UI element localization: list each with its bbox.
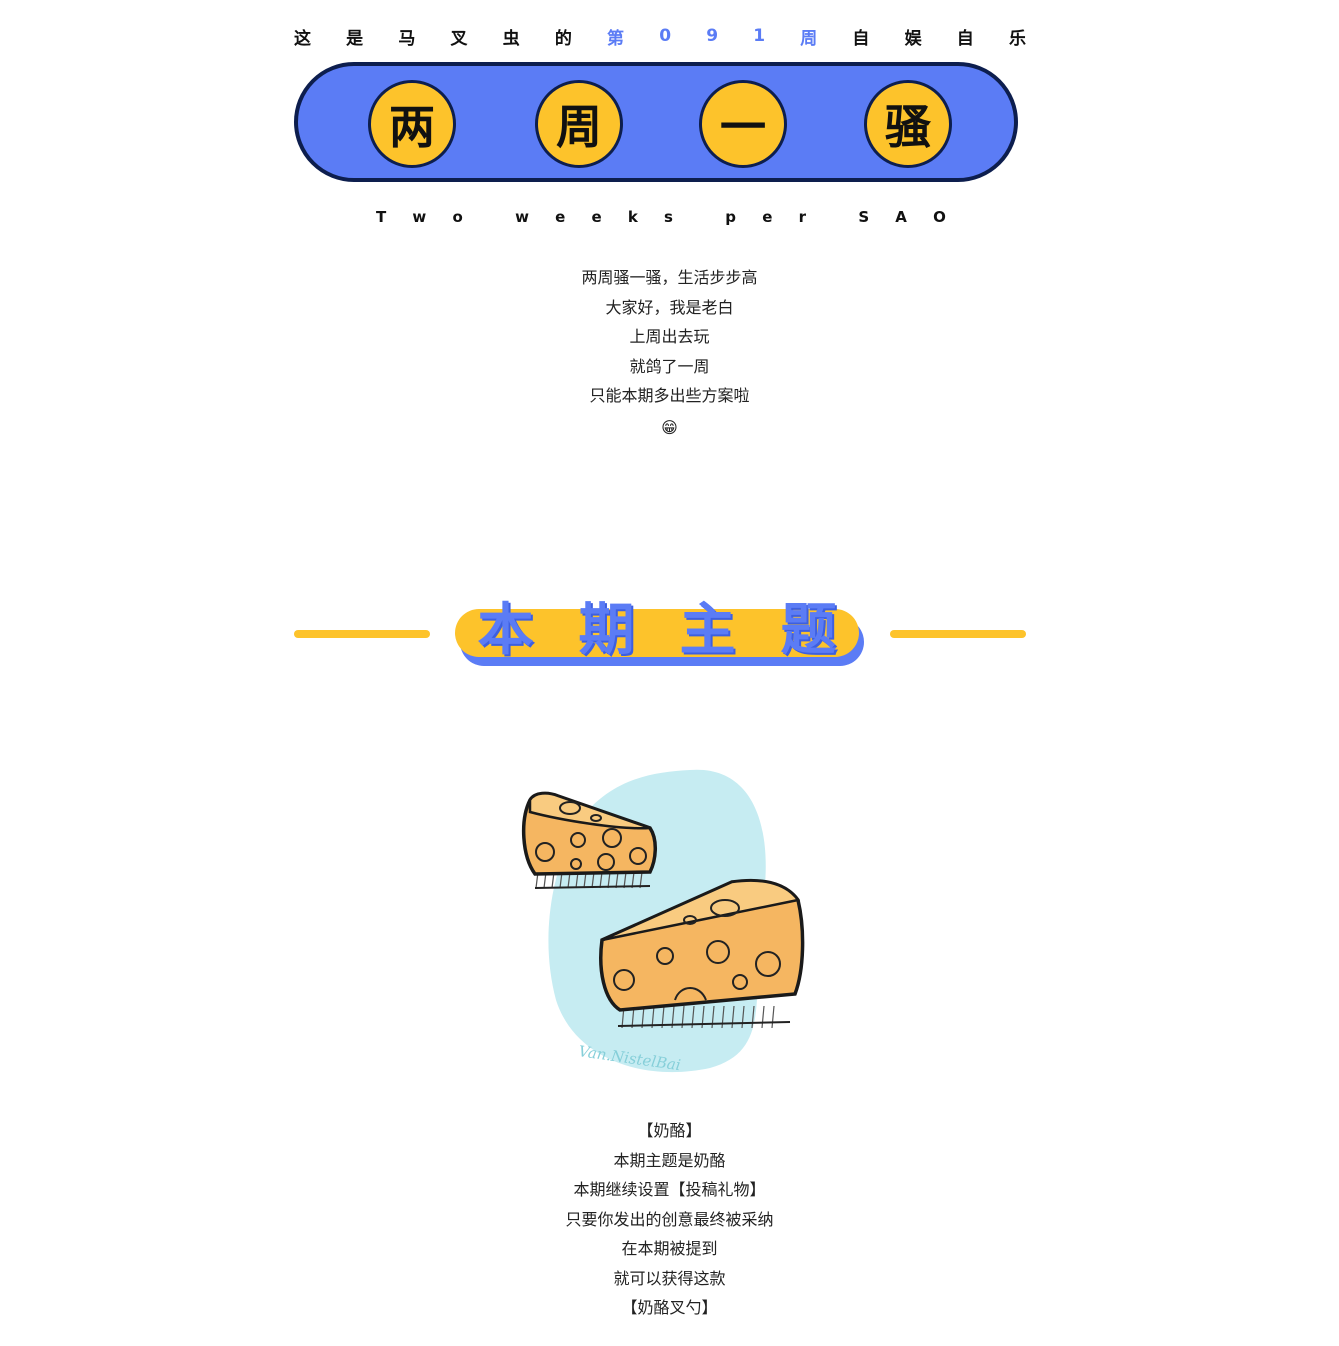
subtitle-char: w <box>515 208 529 226</box>
theme-pill <box>455 609 859 657</box>
subtitle-char: e <box>555 208 566 226</box>
issue-char: 马 <box>398 28 416 49</box>
description-line: 在本期被提到 <box>621 1239 718 1258</box>
cheese-illustration: Van.NistelBai <box>521 769 805 1074</box>
small-cheese-icon <box>521 791 657 889</box>
subtitle-char: S <box>858 208 870 226</box>
intro-text: 两周骚一骚，生活步步高 大家好，我是老白 上周出去玩 就鸽了一周 只能本期多出些… <box>0 263 1339 442</box>
theme-description: 【奶酪】 本期主题是奶酪 本期继续设置【投稿礼物】 只要你发出的创意最终被采纳 … <box>0 1116 1339 1323</box>
title-banner: 两 周 一 骚 <box>294 62 1018 182</box>
title-disc: 一 <box>699 80 787 168</box>
theme-divider-right <box>890 630 1026 638</box>
section-title-char: 题 <box>780 597 837 663</box>
description-line: 就可以获得这款 <box>613 1268 726 1288</box>
issue-line: 这 是 马 叉 虫 的 第 0 9 1 周 自 娱 自 乐 <box>294 22 1026 50</box>
issue-char-highlight: 周 <box>800 28 818 49</box>
subtitle-char: k <box>627 208 638 226</box>
issue-char: 自 <box>956 28 974 49</box>
intro-line: 大家好，我是老白 <box>605 297 734 317</box>
subtitle-char: w <box>412 208 427 226</box>
intro-line: 两周骚一骚，生活步步高 <box>581 268 758 287</box>
subtitle-char: T <box>376 208 387 226</box>
issue-char: 的 <box>554 28 572 49</box>
subtitle-char: o <box>452 208 463 226</box>
subtitle-char: O <box>933 208 946 226</box>
issue-char: 叉 <box>450 28 468 49</box>
issue-char: 这 <box>294 28 311 49</box>
intro-line: 就鸽了一周 <box>629 356 710 376</box>
description-line: 【奶酪叉勺】 <box>621 1298 718 1317</box>
issue-char: 乐 <box>1008 28 1026 49</box>
description-line: 本期继续设置【投稿礼物】 <box>573 1180 766 1199</box>
subtitle-char: s <box>664 208 673 226</box>
section-title: 本 期 主 题 <box>455 590 859 663</box>
title-disc: 周 <box>535 80 623 168</box>
title-disc: 两 <box>368 80 456 168</box>
issue-char-highlight: 第 <box>607 28 625 49</box>
english-subtitle: T w o w e e k s p e r S A O <box>376 206 946 228</box>
section-title-char: 本 <box>477 597 534 663</box>
intro-line: 上周出去玩 <box>629 327 710 346</box>
subtitle-char: e <box>762 208 773 226</box>
issue-number-digit: 0 <box>659 26 672 46</box>
section-title-char: 期 <box>578 597 635 663</box>
theme-divider-left <box>294 630 430 638</box>
subtitle-char: A <box>895 208 907 226</box>
subtitle-char: p <box>725 208 737 226</box>
grin-emoji-icon: 😁 <box>661 417 678 437</box>
title-disc: 骚 <box>864 80 952 168</box>
large-cheese-icon <box>599 878 805 1029</box>
subtitle-char: r <box>798 208 806 226</box>
description-line: 只要你发出的创意最终被采纳 <box>565 1209 774 1229</box>
description-line: 【奶酪】 <box>637 1121 702 1140</box>
section-title-char: 主 <box>679 597 736 663</box>
issue-number-digit: 1 <box>753 26 766 46</box>
issue-char: 是 <box>346 28 364 49</box>
issue-char: 娱 <box>904 28 922 49</box>
issue-number-digit: 9 <box>706 26 719 46</box>
subtitle-char: e <box>591 208 602 226</box>
intro-line: 只能本期多出些方案啦 <box>589 386 750 405</box>
issue-char: 自 <box>852 28 870 49</box>
description-line: 本期主题是奶酪 <box>613 1150 726 1170</box>
issue-char: 虫 <box>502 28 520 49</box>
